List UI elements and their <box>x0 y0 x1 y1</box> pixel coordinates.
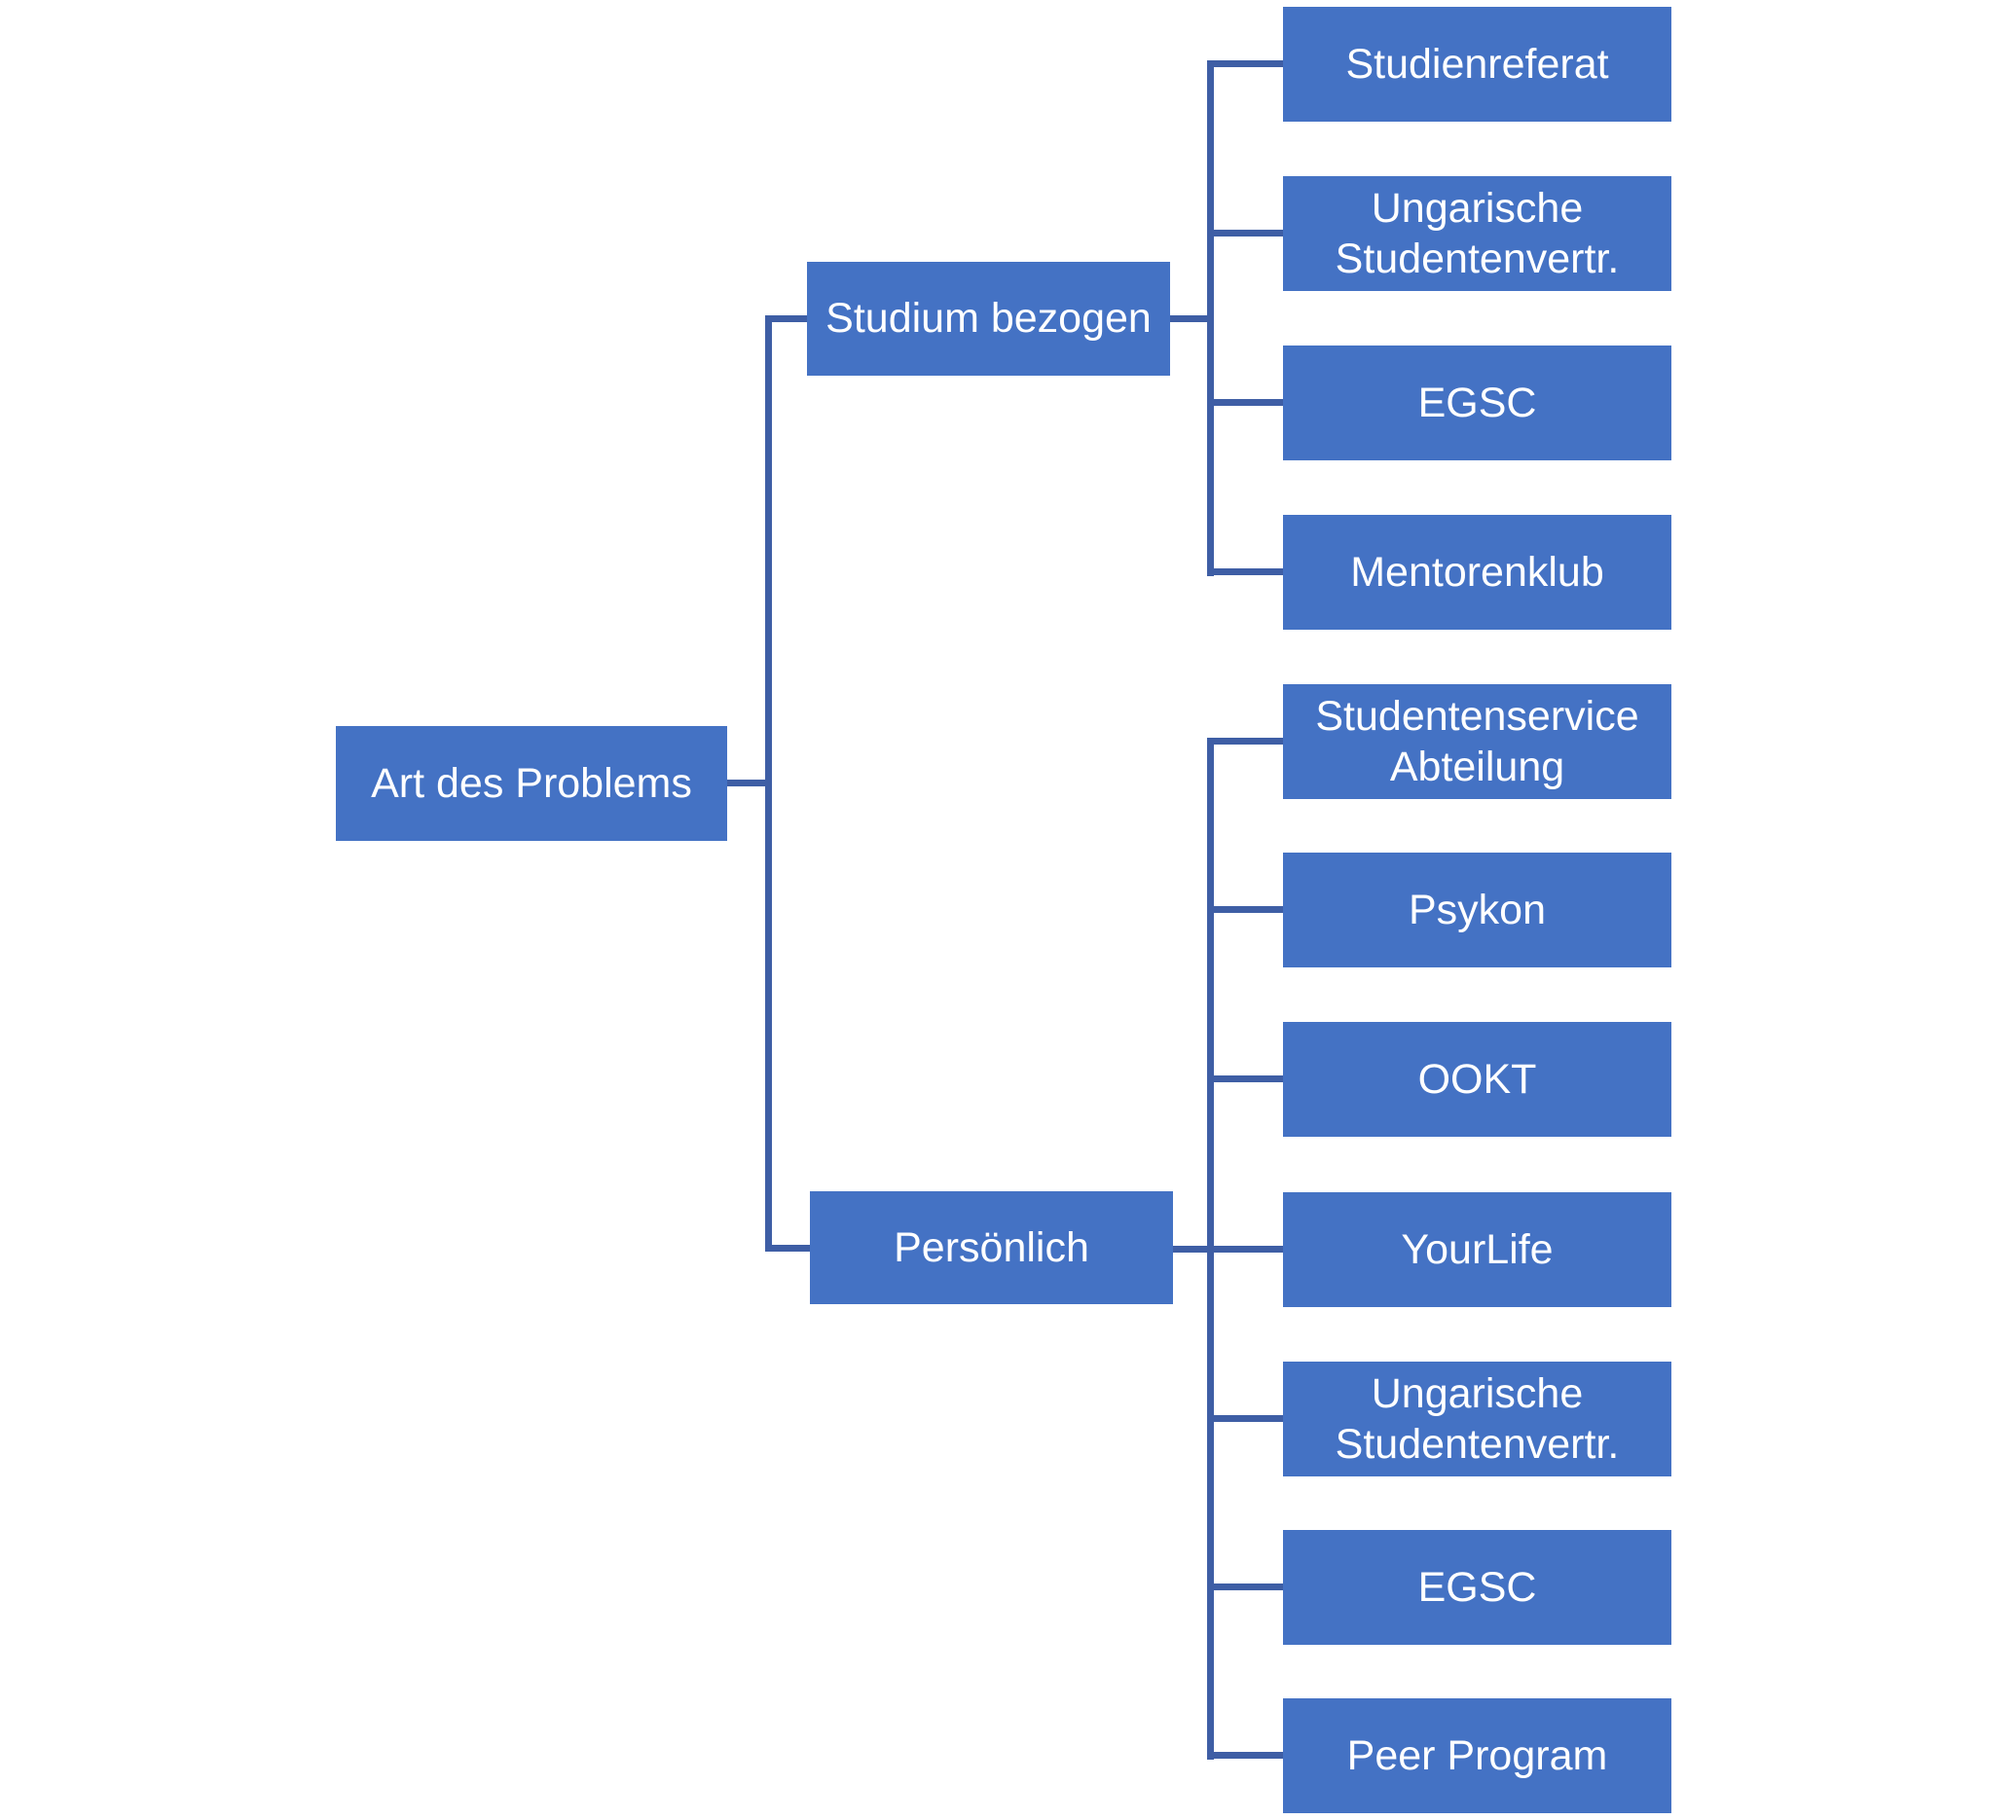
node-label: OOKT <box>1417 1055 1537 1103</box>
node-label: EGSC <box>1417 379 1537 426</box>
connector-to-egsc-top <box>1210 399 1283 406</box>
connector-to-studentenservice <box>1210 738 1283 745</box>
node-yourlife: YourLife <box>1283 1192 1671 1307</box>
node-persoenlich: Persönlich <box>810 1191 1173 1304</box>
node-egsc-top: EGSC <box>1283 346 1671 460</box>
node-ungarische-studentenvertr-bottom: Ungarische Studentenvertr. <box>1283 1362 1671 1476</box>
node-ungarische-studentenvertr-top: Ungarische Studentenvertr. <box>1283 176 1671 291</box>
connector-to-ungarische-bottom <box>1210 1415 1283 1422</box>
node-egsc-bottom: EGSC <box>1283 1530 1671 1645</box>
node-label: EGSC <box>1417 1563 1537 1611</box>
node-label: Ungarische Studentenvertr. <box>1335 184 1620 282</box>
connector-to-ungarische-top <box>1210 230 1283 237</box>
connector-top-trunk <box>1207 60 1214 576</box>
node-label: Psykon <box>1408 886 1546 933</box>
node-label: Studium bezogen <box>825 295 1152 343</box>
connector-persoenlich-to-children <box>1173 1246 1214 1253</box>
node-peer-program: Peer Program <box>1283 1698 1671 1813</box>
connector-left-trunk <box>765 315 772 1252</box>
connector-trunk-to-studium <box>768 315 807 322</box>
node-art-des-problems: Art des Problems <box>336 726 727 841</box>
node-ookt: OOKT <box>1283 1022 1671 1137</box>
node-studienreferat: Studienreferat <box>1283 7 1671 122</box>
node-label: Persönlich <box>894 1223 1089 1271</box>
node-label: YourLife <box>1401 1225 1554 1273</box>
connector-to-yourlife <box>1210 1246 1283 1253</box>
node-studentenservice-abteilung: Studentenservice Abteilung <box>1283 684 1671 799</box>
connector-studium-to-children <box>1170 315 1214 322</box>
connector-to-psykon <box>1210 906 1283 913</box>
connector-to-mentorenklub <box>1210 568 1283 575</box>
connector-to-ookt <box>1210 1075 1283 1082</box>
node-label: Studienreferat <box>1345 40 1609 88</box>
node-mentorenklub: Mentorenklub <box>1283 515 1671 630</box>
node-studium-bezogen: Studium bezogen <box>807 262 1170 376</box>
node-label: Peer Program <box>1346 1731 1608 1779</box>
connector-to-egsc-bottom <box>1210 1583 1283 1590</box>
node-label: Mentorenklub <box>1350 548 1604 596</box>
node-label: Art des Problems <box>371 759 692 807</box>
node-label: Studentenservice Abteilung <box>1315 692 1639 790</box>
connector-to-peer-program <box>1210 1752 1283 1759</box>
connector-to-studienreferat <box>1210 60 1283 67</box>
node-psykon: Psykon <box>1283 853 1671 967</box>
node-label: Ungarische Studentenvertr. <box>1335 1369 1620 1468</box>
connector-trunk-to-persoenlich <box>768 1245 810 1252</box>
connector-root-to-trunk <box>727 780 772 786</box>
